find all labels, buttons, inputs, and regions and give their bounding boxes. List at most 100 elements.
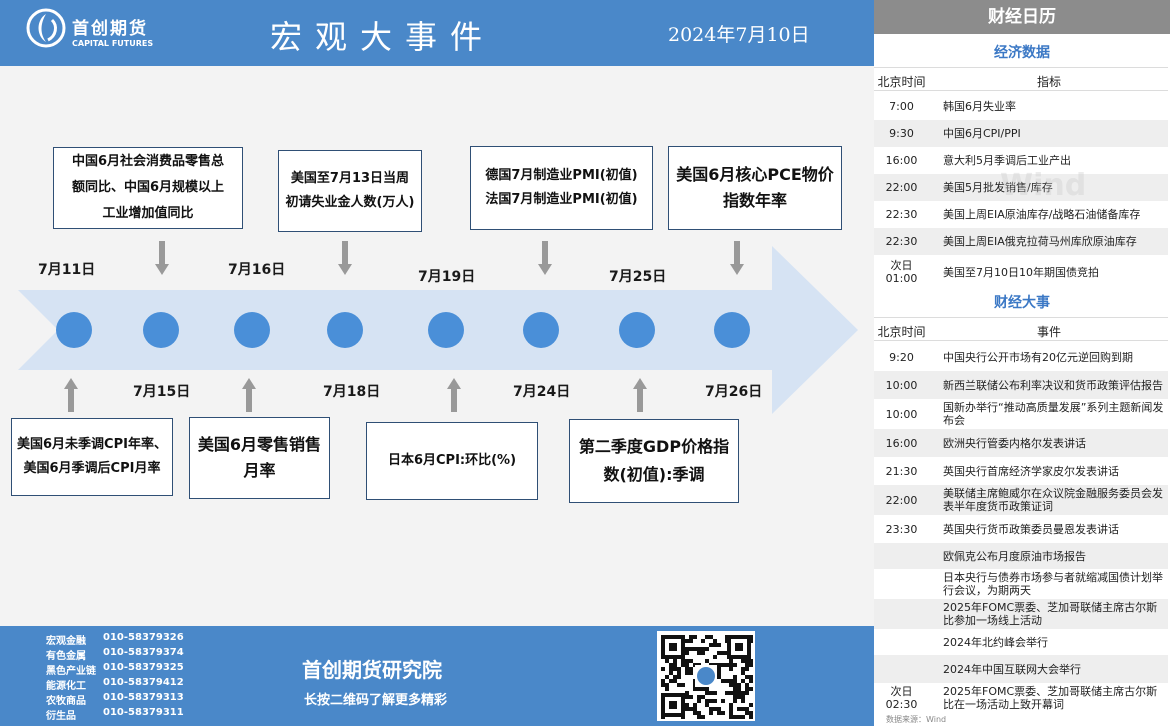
row-text: 日本央行与债券市场参与者就缩减国债计划举行会议，为期两天: [943, 571, 1163, 597]
row-time: 21:30: [885, 464, 918, 478]
event-line: 美国至7月13日当周: [290, 171, 410, 186]
qr-code-icon[interactable]: [657, 631, 755, 721]
event-text: 第二季度GDP价格指数(初值):季调: [579, 433, 729, 489]
report-date: 2024年7月10日: [668, 24, 810, 46]
row-time: 22:00: [885, 493, 918, 507]
logo-text-en: CAPITAL FUTURES: [72, 39, 154, 48]
date-label: 7月16日: [228, 262, 286, 278]
contact-label: 衍生品: [46, 711, 76, 722]
calendar-title: 财经日历: [874, 0, 1170, 34]
calendar-row: 2024年北约峰会举行: [874, 629, 1168, 655]
row-time: 10:00: [885, 378, 918, 392]
timeline-node: [327, 312, 363, 348]
row-time: 22:00: [885, 181, 918, 194]
event-line: 指数年率: [722, 191, 787, 210]
col-time: 北京时间: [877, 75, 926, 89]
calendar-row: 23:30 英国央行货币政策委员曼恩发表讲话: [874, 515, 1168, 543]
contact-label: 黑色产业链: [46, 666, 96, 677]
arrow-up-icon: [64, 378, 78, 412]
arrow-down-icon: [538, 241, 552, 275]
econ-table-header: 北京时间 指标: [874, 67, 1168, 91]
row-time: 23:30: [885, 522, 918, 536]
calendar-row: 22:30 美国上周EIA原油库存/战略石油储备库存: [874, 201, 1168, 228]
contact-phone: 010-58379412: [103, 677, 184, 688]
event-box: 德国7月制造业PMI(初值)法国7月制造业PMI(初值): [470, 146, 653, 230]
event-box: 日本6月CPI:环比(%): [366, 422, 538, 500]
contact-phone: 010-58379313: [103, 692, 184, 703]
date-label: 7月26日: [705, 384, 763, 400]
header-bar: 首创期货 CAPITAL FUTURES 宏观大事件 2024年7月10日: [0, 0, 874, 66]
event-line: 日本6月CPI:环比(%): [387, 453, 517, 468]
arrow-down-icon: [730, 241, 744, 275]
contact-phone: 010-58379311: [103, 707, 184, 718]
row-time: 22:30: [885, 208, 918, 221]
data-source: 数据来源：Wind: [886, 715, 947, 724]
row-time: [874, 629, 929, 655]
contact-label: 农牧商品: [46, 696, 86, 707]
date-label: 7月25日: [609, 269, 667, 285]
arrow-up-icon: [633, 378, 647, 412]
row-text: 国新办举行“推动高质量发展”系列主题新闻发布会: [943, 401, 1164, 427]
timeline-panel: 首创期货 CAPITAL FUTURES 宏观大事件 2024年7月10日 7月…: [0, 0, 874, 726]
event-line: 美国6月季调后CPI月率: [23, 461, 161, 476]
row-time: 22:30: [885, 235, 918, 248]
event-line: 工业增加值同比: [102, 206, 194, 221]
calendar-row: 2024年中国互联网大会举行: [874, 655, 1168, 683]
row-text: 美国至7月10日10年期国债竞拍: [943, 265, 1099, 279]
event-box: 中国6月社会消费品零售总额同比、中国6月规模以上工业增加值同比: [53, 147, 243, 229]
calendar-row: 次日 02:30 2025年FOMC票委、芝加哥联储主席古尔斯比在一场活动上致开幕…: [874, 683, 1168, 713]
event-line: 额同比、中国6月规模以上: [71, 180, 225, 195]
contact-row: 能源化工 010-58379412: [46, 677, 184, 692]
date-label: 7月19日: [418, 269, 476, 285]
timeline-node: [234, 312, 270, 348]
row-time: 7:00: [889, 100, 914, 113]
date-label: 7月11日: [38, 262, 96, 278]
event-line: 美国6月零售销售: [197, 435, 322, 454]
row-text: 中国央行公开市场有20亿元逆回购到期: [943, 350, 1133, 364]
page-title: 宏观大事件: [270, 18, 496, 56]
institute-name: 首创期货研究院: [302, 658, 442, 682]
events-section-title: 财经大事: [994, 295, 1050, 311]
calendar-row: 21:30 英国央行首席经济学家皮尔发表讲话: [874, 457, 1168, 485]
row-time: 16:00: [885, 154, 918, 167]
contact-label: 能源化工: [46, 681, 86, 692]
row-text: 美联储主席鲍威尔在众议院金融服务委员会发表半年度货币政策证词: [943, 487, 1163, 513]
event-box: 美国6月核心PCE物价指数年率: [668, 146, 842, 230]
event-line: 初请失业金人数(万人): [285, 195, 415, 210]
row-text: 美国上周EIA俄克拉荷马州库欣原油库存: [943, 235, 1137, 248]
event-text: 美国6月未季调CPI年率、美国6月季调后CPI月率: [17, 433, 167, 481]
contact-row: 农牧商品 010-58379313: [46, 692, 184, 707]
row-time: [874, 599, 929, 629]
event-line: 法国7月制造业PMI(初值): [485, 192, 638, 207]
row-text: 2025年FOMC票委、芝加哥联储主席古尔斯比在一场活动上致开幕词: [943, 685, 1158, 711]
event-line: 中国6月社会消费品零售总: [71, 154, 225, 169]
row-text: 欧佩克公布月度原油市场报告: [943, 549, 1086, 563]
timeline-node: [523, 312, 559, 348]
timeline-node: [428, 312, 464, 348]
row-time: 次日 01:00: [885, 259, 918, 285]
calendar-row: 日本央行与债券市场参与者就缩减国债计划举行会议，为期两天: [874, 569, 1168, 599]
timeline-node: [714, 312, 750, 348]
col-event: 事件: [1036, 325, 1061, 339]
timeline-node: [56, 312, 92, 348]
timeline-node: [143, 312, 179, 348]
row-text: 美国上周EIA原油库存/战略石油储备库存: [943, 208, 1141, 221]
logo-text-cn: 首创期货: [72, 19, 148, 39]
event-line: 美国6月未季调CPI年率、: [17, 437, 167, 452]
row-text: 英国央行首席经济学家皮尔发表讲话: [943, 464, 1119, 478]
row-text: 欧洲央行管委内格尔发表讲话: [943, 436, 1086, 450]
event-text: 日本6月CPI:环比(%): [388, 449, 516, 473]
event-text: 中国6月社会消费品零售总额同比、中国6月规模以上工业增加值同比: [72, 149, 224, 227]
date-label: 7月18日: [323, 384, 381, 400]
row-time: 9:20: [889, 350, 914, 364]
row-text: 英国央行货币政策委员曼恩发表讲话: [943, 522, 1119, 536]
row-time: 次日 02:30: [885, 685, 918, 711]
calendar-row: 22:00 美联储主席鲍威尔在众议院金融服务委员会发表半年度货币政策证词: [874, 485, 1168, 515]
contact-phone: 010-58379326: [103, 632, 184, 643]
